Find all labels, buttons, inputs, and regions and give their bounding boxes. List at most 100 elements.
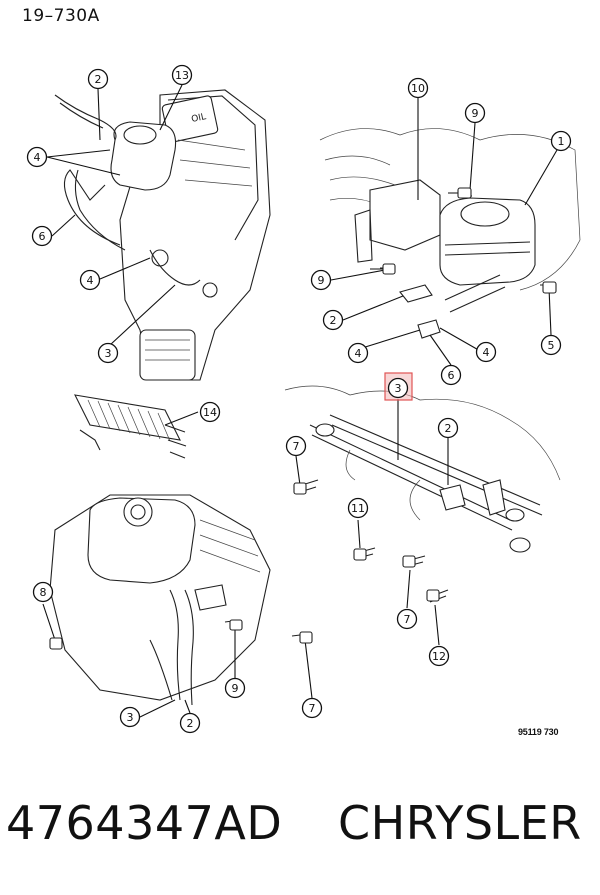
bolt-9-top (448, 187, 472, 199)
callout-circle (32, 581, 54, 603)
callout-circle (428, 645, 450, 667)
callout-number: 2 (445, 422, 452, 435)
callout-number: 5 (548, 339, 555, 352)
callout-circle (179, 712, 201, 734)
callout-circle (285, 435, 307, 457)
part-number: 4764347AD (6, 796, 283, 850)
callout-number: 9 (472, 107, 479, 120)
callout-circle (79, 269, 101, 291)
callout-number: 14 (203, 406, 217, 419)
callout-4: 4 (347, 342, 369, 364)
callout-number: 9 (232, 682, 239, 695)
callout-number: 3 (105, 347, 112, 360)
callout-number: 2 (95, 73, 102, 86)
callout-circle (119, 706, 141, 728)
engine-top-left-illustration: OIL (54, 89, 271, 381)
callout-number: 4 (355, 347, 362, 360)
bolt-9-lower (370, 263, 396, 275)
callout-circle (475, 341, 497, 363)
callout-circle (540, 334, 562, 356)
callout-circle (550, 130, 572, 152)
callout-number: 12 (432, 650, 446, 663)
callout-2: 2 (87, 68, 109, 90)
callout-9: 9 (224, 677, 246, 699)
callout-labels: 2 13 4 6 4 3 10 9 1 9 2 5 4 6 4 14 3 2 7 11 7 12 8 9 7 3 2 (26, 64, 572, 734)
callout-2: 2 (322, 309, 344, 331)
svg-text:OIL: OIL (191, 112, 208, 125)
callout-number: 6 (448, 369, 455, 382)
callout-circle (87, 68, 109, 90)
pressure-lines-illustration (284, 385, 561, 603)
bolt-7-bottom (299, 631, 313, 644)
callout-circle (347, 342, 369, 364)
callout-4: 4 (475, 341, 497, 363)
callout-circle (387, 377, 409, 399)
callout-9: 9 (310, 269, 332, 291)
callout-3: 3 (387, 377, 409, 399)
callout-4: 4 (79, 269, 101, 291)
callout-6: 6 (31, 225, 53, 247)
brand-name: CHRYSLER (338, 796, 582, 850)
callout-8: 8 (32, 581, 54, 603)
bolt-7-b (402, 555, 416, 568)
reservoir-bracket-illustration (319, 128, 581, 339)
callout-number: 13 (175, 69, 189, 82)
figure-id: 95119 730 (518, 727, 559, 737)
callout-circle (301, 697, 323, 719)
bolt-11 (353, 548, 367, 561)
fasteners (49, 187, 557, 650)
cooler-illustration (74, 394, 187, 459)
callout-circle (224, 677, 246, 699)
bolt-8 (49, 637, 63, 650)
callout-number: 3 (127, 711, 134, 724)
callout-circle (199, 401, 221, 423)
callout-number: 10 (411, 82, 425, 95)
callout-7: 7 (285, 435, 307, 457)
engine-bottom-left-illustration (49, 494, 309, 706)
callout-2: 2 (179, 712, 201, 734)
callout-7: 7 (396, 608, 418, 630)
diagram-reference-code: 19–730A (22, 6, 100, 26)
callout-circle (407, 77, 429, 99)
callout-5: 5 (540, 334, 562, 356)
callout-number: 8 (40, 586, 47, 599)
bolt-12 (426, 589, 440, 602)
callout-number: 7 (404, 613, 411, 626)
bolt-9-bottom (229, 619, 243, 631)
callout-6: 6 (440, 364, 462, 386)
callout-13: 13 (171, 64, 193, 86)
bolt-7-a (293, 482, 307, 495)
callout-number: 2 (330, 314, 337, 327)
callout-circle (437, 417, 459, 439)
callout-number: 4 (87, 274, 94, 287)
callout-number: 2 (187, 717, 194, 730)
callout-7: 7 (301, 697, 323, 719)
callout-circle (396, 608, 418, 630)
callout-number: 11 (351, 502, 365, 515)
callout-circle (31, 225, 53, 247)
callout-1: 1 (550, 130, 572, 152)
callout-circle (440, 364, 462, 386)
callout-circle (322, 309, 344, 331)
callout-number: 4 (34, 151, 41, 164)
callout-14: 14 (199, 401, 221, 423)
callout-9: 9 (464, 102, 486, 124)
callout-number: 6 (39, 230, 46, 243)
callout-circle (26, 146, 48, 168)
callout-number: 7 (293, 440, 300, 453)
power-steering-exploded-diagram: OIL (26, 64, 581, 734)
callout-circle (97, 342, 119, 364)
callout-12: 12 (428, 645, 450, 667)
leader-lines (42, 84, 558, 718)
callout-number: 4 (483, 346, 490, 359)
callout-3: 3 (119, 706, 141, 728)
callout-circle (310, 269, 332, 291)
callout-11: 11 (347, 497, 369, 519)
bolt-5 (542, 281, 557, 294)
callout-circle (464, 102, 486, 124)
callout-10: 10 (407, 77, 429, 99)
callout-3: 3 (97, 342, 119, 364)
callout-circle (347, 497, 369, 519)
callout-number: 7 (309, 702, 316, 715)
callout-number: 9 (318, 274, 325, 287)
